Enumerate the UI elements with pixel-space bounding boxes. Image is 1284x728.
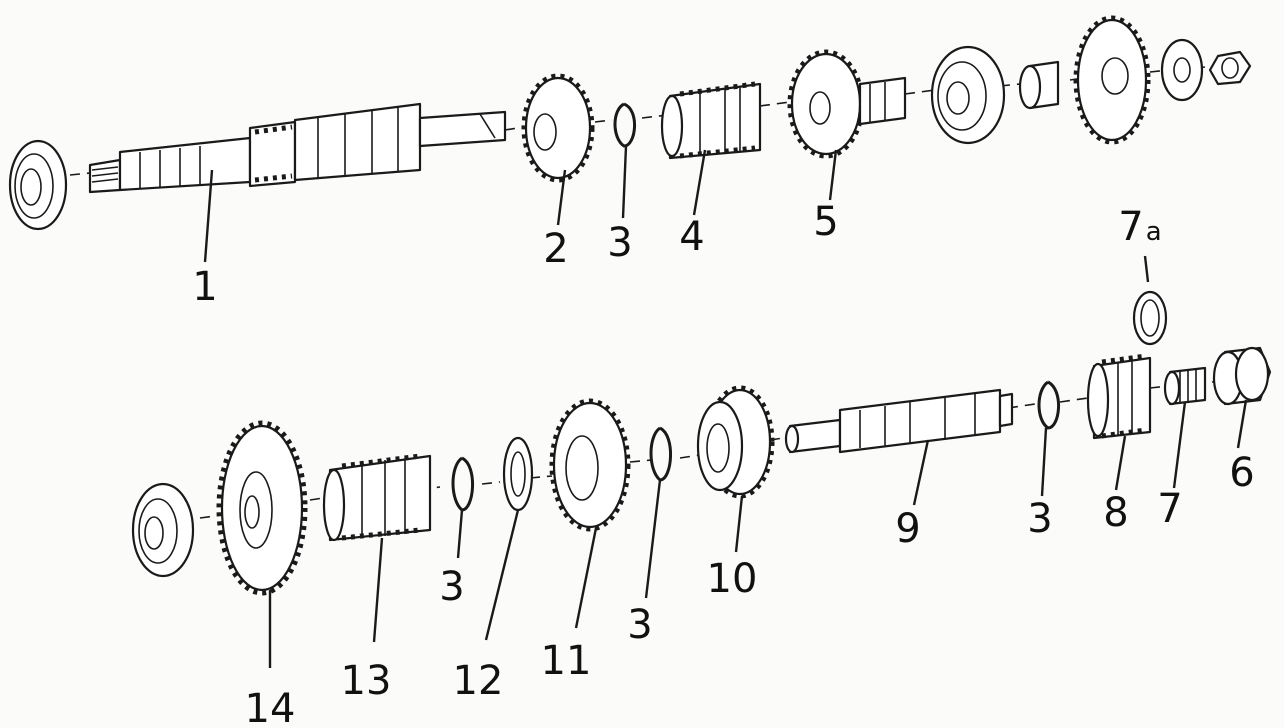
leader-1 — [203, 169, 214, 263]
label-5: 5 — [813, 199, 838, 245]
lower-left-bearing — [131, 482, 195, 578]
lock-washer — [1160, 38, 1204, 102]
leader-11 — [574, 527, 598, 629]
label-11: 11 — [541, 638, 592, 684]
gear-14 — [216, 420, 308, 596]
label-3-right: 3 — [1027, 496, 1052, 542]
leader-2 — [556, 169, 567, 226]
leader-3-right — [1040, 427, 1048, 497]
upper-right-bearing — [930, 45, 1006, 145]
label-6: 6 — [1229, 450, 1254, 496]
label-8: 8 — [1103, 490, 1128, 536]
leader-10 — [734, 495, 744, 553]
leader-6 — [1236, 399, 1248, 449]
label-9: 9 — [895, 506, 920, 552]
leader-13 — [372, 537, 384, 643]
shim-washer-7a — [1132, 290, 1168, 346]
label-3-left: 3 — [439, 564, 464, 610]
leader-5 — [828, 149, 838, 201]
upper-left-bearing — [8, 139, 68, 231]
layshaft — [784, 388, 1014, 454]
leader-7 — [1172, 401, 1187, 489]
label-14: 14 — [245, 686, 296, 728]
layshaft-bush — [1212, 346, 1272, 406]
circlip-lower-middle — [649, 426, 673, 482]
circlip-upper — [613, 102, 637, 148]
gear-4-cluster — [660, 81, 762, 160]
label-13: 13 — [341, 658, 392, 704]
label-4: 4 — [679, 214, 704, 260]
leader-4 — [692, 149, 707, 216]
leader-3-left — [456, 509, 464, 559]
gear-11 — [549, 398, 631, 532]
thrust-washer-12 — [502, 436, 534, 512]
upper-axis-line — [69, 65, 1216, 176]
shaft-nut — [1208, 50, 1252, 86]
mainshaft — [88, 102, 507, 194]
gear-10 — [696, 385, 775, 499]
leader-8 — [1114, 435, 1127, 491]
gear-8 — [1086, 353, 1152, 440]
lower-shaft-assembly: 7a 6 7 8 3 9 10 3 11 12 3 13 14 — [131, 204, 1272, 728]
needle-roller-bearing — [1163, 366, 1207, 406]
label-10: 10 — [707, 556, 758, 602]
label-1: 1 — [192, 264, 217, 310]
gear-2 — [521, 73, 595, 183]
leader-3-middle — [644, 479, 662, 599]
upper-shaft-assembly: 1 2 3 4 5 — [8, 15, 1252, 310]
label-2: 2 — [543, 226, 568, 272]
label-3-middle: 3 — [627, 602, 652, 648]
leader-7a — [1143, 255, 1150, 283]
label-7: 7 — [1157, 486, 1182, 532]
circlip-lower-right — [1037, 380, 1061, 430]
leader-12 — [484, 509, 520, 641]
label-7a: 7a — [1118, 204, 1161, 250]
circlip-lower-left — [451, 456, 475, 512]
spacer-bush — [1018, 60, 1060, 110]
drive-sprocket — [1073, 15, 1151, 145]
label-3-upper: 3 — [607, 220, 632, 266]
gear-13-cluster — [322, 453, 432, 542]
leader-3-upper — [621, 145, 628, 219]
gear-5 — [787, 49, 907, 159]
leader-9 — [912, 439, 930, 506]
lower-axis-line — [199, 379, 1226, 519]
label-12: 12 — [453, 658, 504, 704]
